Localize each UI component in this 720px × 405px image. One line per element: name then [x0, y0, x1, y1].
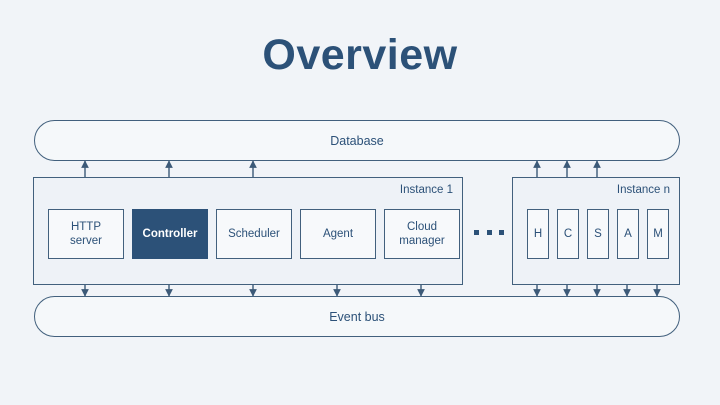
service-label: Scheduler — [228, 227, 280, 240]
ellipsis-dot — [474, 229, 479, 235]
instance-n-service-cloud-manager[interactable]: M — [647, 209, 669, 259]
service-label: S — [594, 228, 602, 240]
service-label: C — [563, 228, 573, 240]
instance-n-label: Instance n — [616, 184, 670, 196]
event-bus-label: Event bus — [329, 309, 385, 324]
instance-n-service-scheduler[interactable]: S — [587, 209, 609, 259]
service-label: A — [624, 228, 632, 240]
instance-1-service-agent[interactable]: Agent — [300, 209, 376, 259]
database-label: Database — [330, 133, 384, 148]
instances-ellipsis-icon — [474, 225, 504, 239]
service-label: Controller — [142, 227, 198, 240]
service-label: H — [533, 228, 543, 240]
service-label: Agent — [322, 227, 354, 240]
event-bus-bar[interactable]: Event bus — [34, 296, 680, 337]
instance-1-service-scheduler[interactable]: Scheduler — [216, 209, 292, 259]
database-bar[interactable]: Database — [34, 120, 680, 161]
instance-n-service-agent[interactable]: A — [617, 209, 639, 259]
instance-n-container[interactable]: Instance n H C S A M — [512, 177, 680, 285]
instance-1-service-controller[interactable]: Controller — [132, 209, 208, 259]
instance-1-label: Instance 1 — [399, 184, 453, 196]
ellipsis-dot — [486, 229, 492, 235]
page-title: Overview — [262, 31, 458, 79]
ellipsis-dot — [499, 229, 504, 235]
instance-n-service-controller[interactable]: C — [557, 209, 579, 259]
instance-n-service-http-server[interactable]: H — [527, 209, 549, 259]
service-label: M — [653, 228, 663, 240]
